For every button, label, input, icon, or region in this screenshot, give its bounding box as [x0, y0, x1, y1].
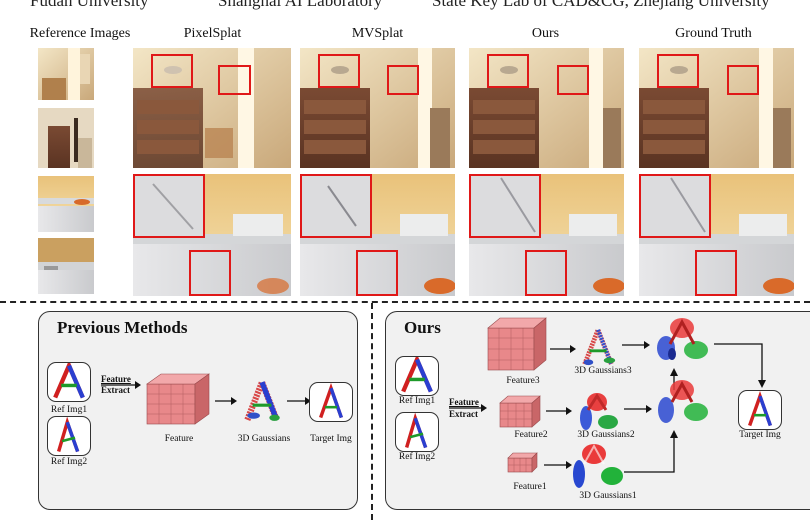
highlight-box — [469, 174, 541, 238]
pixelsplat-result-2 — [133, 174, 291, 296]
affiliation-2: Shanghai AI Laboratory — [218, 0, 383, 10]
highlight-box — [387, 65, 419, 95]
ours-result-1 — [469, 48, 624, 168]
panel-title: Previous Methods — [57, 318, 188, 337]
letter-a-icon — [56, 416, 80, 453]
highlight-box — [133, 174, 205, 238]
reference-image — [38, 238, 94, 294]
highlight-box — [639, 174, 711, 238]
gaussians-label: 3D Gaussians — [237, 434, 291, 444]
highlight-box — [557, 65, 589, 95]
ref-image-card — [395, 356, 439, 396]
gaussian-a-icon — [244, 378, 280, 421]
letter-a-icon — [404, 412, 428, 449]
arrow-icon — [449, 404, 487, 412]
letter-a-icon — [319, 382, 343, 419]
reference-image — [38, 108, 94, 168]
pixelsplat-result-1 — [133, 48, 291, 168]
reference-image — [38, 176, 94, 232]
gaussians2-label: 3D Gaussians2 — [577, 430, 635, 440]
feature-extract-label-top: Feature — [101, 374, 131, 384]
gaussian-blob-icon — [580, 393, 618, 430]
target-img-label: Target Img — [310, 434, 352, 444]
arrow-icon — [544, 461, 572, 469]
target-image-card — [738, 390, 782, 430]
highlight-box — [318, 54, 360, 88]
highlight-box — [487, 54, 529, 88]
highlight-box — [189, 250, 231, 296]
letter-a-icon — [48, 363, 90, 401]
arrow-icon — [101, 381, 141, 389]
highlight-box — [657, 54, 699, 88]
gaussians3-label: 3D Gaussians3 — [574, 366, 632, 376]
ref-img1-label: Ref Img1 — [50, 405, 88, 415]
mvsplat-result-2 — [300, 174, 455, 296]
feature1-label: Feature1 — [513, 482, 547, 492]
ground-truth-1 — [639, 48, 794, 168]
feature-extract-label-bottom: Extract — [449, 409, 478, 419]
horizontal-separator — [0, 301, 810, 303]
arrow-icon — [546, 407, 572, 415]
feature1-cube-icon — [507, 452, 538, 473]
reference-image — [38, 48, 94, 100]
feature-extract-label-bottom: Extract — [101, 385, 130, 395]
feature2-cube-icon — [499, 395, 541, 428]
col-pixelsplat: PixelSplat — [183, 26, 242, 41]
arrow-icon — [622, 341, 650, 349]
letter-a-icon — [748, 390, 772, 427]
target-img-label: Target Img — [739, 430, 781, 440]
highlight-box — [727, 65, 759, 95]
feature2-label: Feature2 — [514, 430, 548, 440]
arrow-icon — [287, 397, 311, 405]
arrow-icon — [215, 397, 237, 405]
highlight-box — [300, 174, 372, 238]
ours-result-2 — [469, 174, 624, 296]
ref-img2-label: Ref Img2 — [398, 452, 436, 462]
affiliation-3: State Key Lab of CAD&CG, Zhejiang Univer… — [432, 0, 770, 10]
feature-extract-label-top: Feature — [449, 397, 479, 407]
highlight-box — [525, 250, 567, 296]
panel-title: Ours — [404, 318, 441, 337]
col-mvsplat: MVSplat — [351, 26, 404, 41]
previous-methods-panel: Previous Methods Ref Img1 Ref Img2 Featu… — [38, 311, 358, 510]
highlight-box — [151, 54, 193, 88]
combined-gaussian-icon — [657, 318, 708, 360]
ref-image-card — [47, 362, 91, 402]
arrow-icon — [550, 345, 576, 353]
ref-image-card — [47, 416, 91, 456]
ref-img2-label: Ref Img2 — [50, 457, 88, 467]
mvsplat-result-1 — [300, 48, 455, 168]
col-ground-truth: Ground Truth — [675, 26, 752, 41]
feature-label: Feature — [164, 434, 194, 444]
connector-arrow-icon — [714, 343, 766, 388]
feature3-cube-icon — [487, 317, 547, 371]
col-ours: Ours — [531, 26, 560, 41]
highlight-box — [218, 65, 251, 95]
ours-panel: Ours Ref Img1 Ref Img2 Feature Extract F… — [385, 311, 810, 510]
highlight-box — [695, 250, 737, 296]
gaussian-blob-icon — [573, 443, 623, 488]
affiliation-1: Fudan University — [30, 0, 149, 10]
arrow-icon — [624, 405, 652, 413]
highlight-box — [356, 250, 398, 296]
letter-a-icon — [396, 357, 438, 395]
combined-gaussian-icon — [658, 380, 708, 423]
col-reference: Reference Images — [29, 26, 131, 41]
vertical-separator — [371, 303, 373, 520]
feature3-label: Feature3 — [506, 376, 540, 386]
gaussian-a-icon — [582, 326, 616, 366]
ref-image-card — [395, 412, 439, 452]
feature-cube-icon — [146, 373, 210, 425]
target-image-card — [309, 382, 353, 422]
ground-truth-2 — [639, 174, 794, 296]
gaussians1-label: 3D Gaussians1 — [579, 491, 637, 501]
ref-img1-label: Ref Img1 — [398, 396, 436, 406]
connector-arrow-icon — [624, 430, 678, 473]
